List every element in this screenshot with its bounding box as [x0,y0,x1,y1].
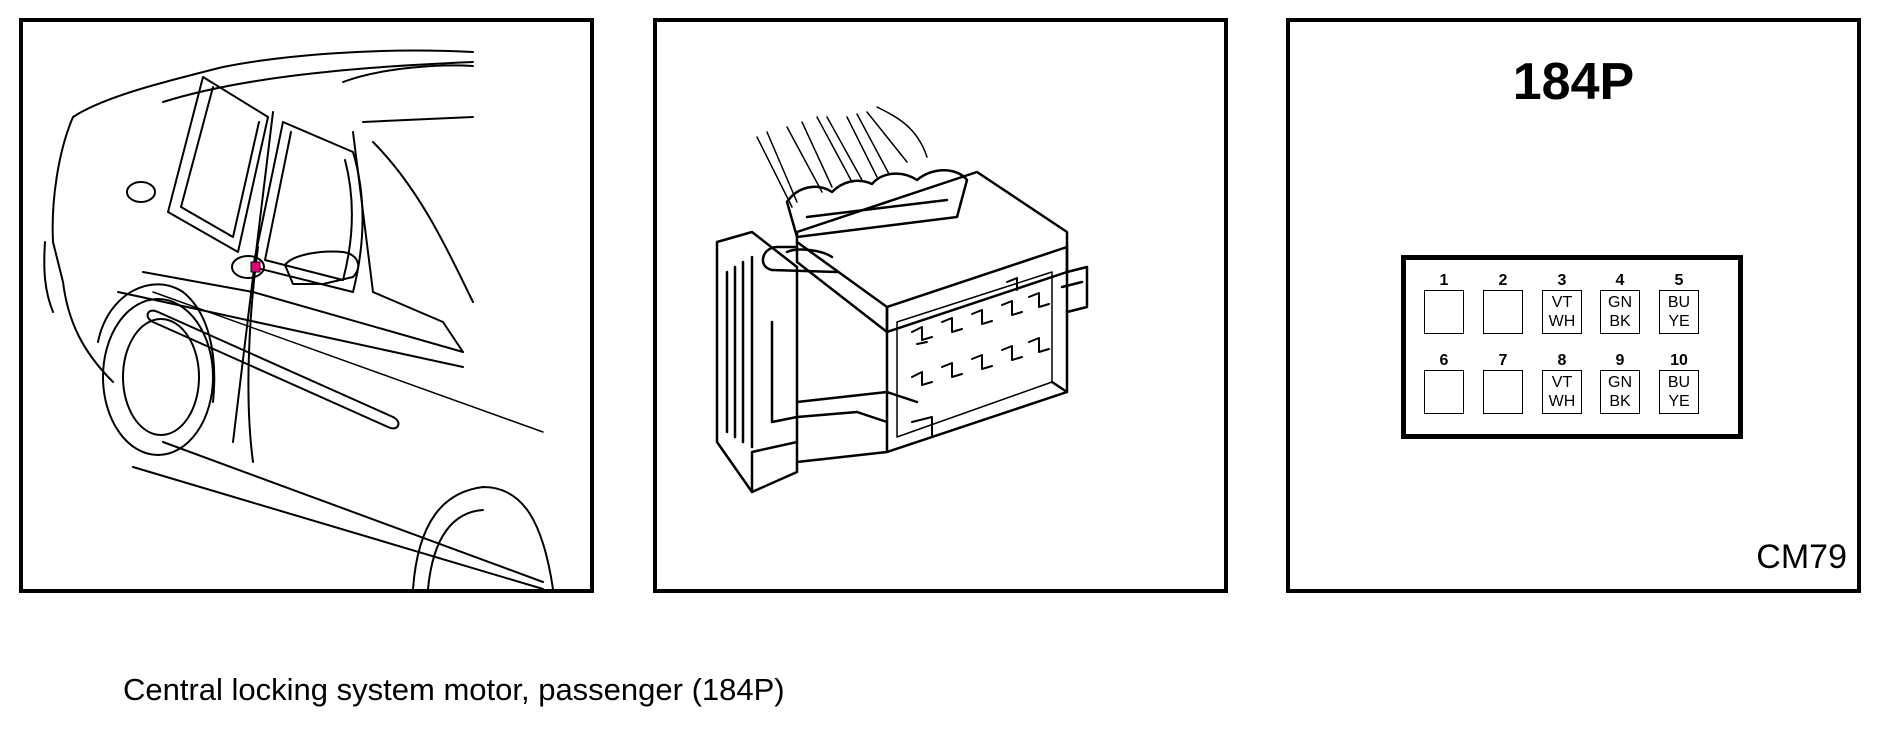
car-location-panel [19,18,594,593]
pin-number: 5 [1674,272,1684,289]
pin-cavity [1424,370,1464,414]
wire-color: BK [1609,393,1631,410]
pin-cavity [1424,290,1464,334]
diagram-code: CM79 [1756,538,1847,576]
wire-color: WH [1548,313,1576,330]
connector-code: 184P [1512,53,1635,111]
caption: Central locking system motor, passenger … [123,672,785,707]
pin-cavity: BU YE [1659,370,1699,414]
pin-cavity: GN BK [1600,290,1640,334]
pin-2: 2 [1483,272,1523,334]
wire-color: BU [1667,294,1691,311]
pin-number: 6 [1439,352,1449,369]
pin-cavity: VT WH [1542,370,1582,414]
pin-number: 10 [1670,352,1688,369]
connector-illustration [715,106,1089,494]
wire-color: GN [1608,294,1632,311]
pin-cavity: VT WH [1542,290,1582,334]
pin-cavity: BU YE [1659,290,1699,334]
pin-number: 9 [1615,352,1625,369]
pin-cavity: GN BK [1600,370,1640,414]
pin-7: 7 [1483,352,1523,414]
pin-number: 2 [1498,272,1508,289]
pin-number: 3 [1557,272,1567,289]
pin-number: 7 [1498,352,1508,369]
pin-1: 1 [1424,272,1464,334]
car-illustration [43,49,554,589]
pin-number: 4 [1615,272,1625,289]
pin-6: 6 [1424,352,1464,414]
wire-color: YE [1668,313,1690,330]
wire-color: GN [1608,374,1632,391]
pin-number: 8 [1557,352,1567,369]
wire-color: YE [1668,393,1690,410]
wire-color: VT [1551,294,1573,311]
wire-color: WH [1548,393,1576,410]
pin-cavity [1483,290,1523,334]
pin-cavity [1483,370,1523,414]
pin-number: 1 [1439,272,1449,289]
wire-color: BU [1667,374,1691,391]
connector-drawing-panel [653,18,1228,593]
wire-color: VT [1551,374,1573,391]
wire-color: BK [1609,313,1631,330]
